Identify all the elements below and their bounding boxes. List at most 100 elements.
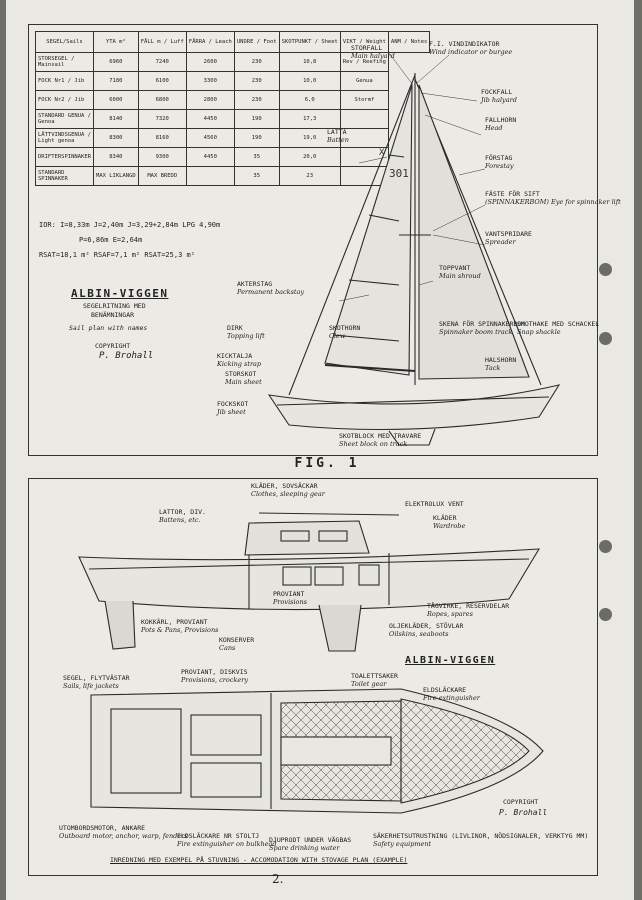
table-header: YTA m² (92, 31, 139, 53)
label-djuprort-sv: DJUPRODT UNDER VÄGBAS (269, 836, 352, 844)
label-vant-en: Spreader (485, 237, 516, 246)
signature: P. Brohall (99, 351, 154, 361)
label-fallhorn-sv: FALLHORN (485, 116, 517, 124)
ior-formula-1: IOR: I=8,33m J=2,40m J=3,29+2,84m LPG 4,… (39, 221, 221, 229)
label-eldslackare-sv: ELDSLÄCKARE (423, 686, 467, 694)
label-segel-en: Sails, life jackets (63, 681, 119, 690)
binder-hole (599, 540, 612, 553)
svg-text:301: 301 (389, 167, 409, 180)
table-cell: 8160 (137, 128, 187, 148)
table-header: ANM / Notes (387, 31, 431, 53)
label-halshorn-en: Tack (485, 363, 501, 372)
binder-hole (599, 263, 612, 276)
table-cell: 2600 (185, 52, 235, 72)
deck-plan-drawing (90, 688, 544, 814)
sail-name-cell: STANDARD SPINNAKER (35, 166, 94, 186)
label-kicktalja-en: Kicking strap (217, 359, 262, 368)
sail-name-cell: DRIFTERSPINNAKER (35, 147, 94, 167)
label-provdisk-sv: PROVIANT, DISKVIS (181, 668, 248, 676)
binder-hole (599, 608, 612, 621)
label-faste: FÄSTE FÖR SIFT(SPINNAKERBOM) Eye for spi… (485, 190, 621, 206)
label-kokkarl-sv: KOKKÄRL, PROVIANT (141, 618, 208, 626)
label-faste-sv: FÄSTE FÖR SIFT (485, 190, 540, 198)
fig1-title: ALBIN-VIGGEN (71, 287, 169, 300)
label-storskot-en: Main sheet (225, 377, 262, 386)
label-skothake-sv: SKOTHAKE MED SCHACKEL (517, 320, 600, 328)
table-cell: 4450 (185, 109, 235, 129)
sail-name-cell: STANDARD GENUA / Genoa (35, 109, 94, 129)
label-eldslackare2-en: Fire extinguisher on bulkhead (177, 839, 277, 848)
label-akterstag-sv: AKTERSTAG (237, 280, 273, 288)
label-lattor: LATTOR, DIV.Battens, etc. (159, 508, 206, 524)
table-header: FÅRRA / Leach (185, 31, 235, 53)
label-toppvant-sv: TOPPVANT (439, 264, 471, 272)
table-cell: 7320 (137, 109, 187, 129)
label-kladerwar-en: Wardrobe (433, 521, 466, 530)
label-konserver-en: Cans (219, 643, 236, 652)
label-toalett-en: Toilet gear (351, 679, 387, 688)
label-skothake-en: Snap shackle (517, 327, 561, 336)
label-sakerhet-en: Safety equipment (373, 839, 432, 848)
sail-name-cell: FOCK Nr2 / Jib (35, 90, 94, 110)
label-eldslackare-en: Fire extinguisher (423, 693, 480, 702)
label-storfall-sv: STORFALL (351, 44, 383, 52)
label-skothorn-en: Clew (329, 331, 346, 340)
label-klader-sv: KLÄDER, SOVSÄCKAR (251, 482, 318, 490)
label-fockskot-sv: FOCKSKOT (217, 400, 249, 408)
table-cell: MAX BREDD (137, 166, 187, 186)
plan-signature: P. Brohall (499, 808, 548, 817)
label-skena-en: Spinnaker boom track (439, 327, 513, 336)
table-cell: 6000 (92, 90, 139, 110)
table-cell: 6800 (137, 90, 187, 110)
label-tagvirke-sv: TÅGVIRKE, RESERVDELAR (427, 602, 510, 610)
sail-name-cell: FOCK Nr1 / Jib (35, 71, 94, 91)
label-fockfall-en: Jib halyard (481, 95, 517, 104)
label-oljeklader-sv: OLJEKLÄDER, STÖVLAR (389, 622, 464, 630)
label-fockfall-sv: FOCKFALL (481, 88, 513, 96)
label-vindindikator-en: Wind indicator or burgee (429, 47, 513, 56)
copyright-label: COPYRIGHT (95, 342, 131, 350)
label-proviant-en: Provisions (273, 597, 307, 606)
sail-name-cell: STORSEGEL / Mainsail (35, 52, 94, 72)
table-cell: 23 (278, 166, 341, 186)
ior-formula-3: RSAT=18,1 m² RSAF=7,1 m² RSAT=25,3 m² (39, 251, 195, 259)
hull-section-drawing (78, 512, 541, 652)
label-skotblock-sv: SKOTBLOCK MED TRAVARE (339, 432, 422, 440)
label-utombords-sv: UTOMBORDSMOTOR, ANKARE (59, 824, 146, 832)
figure-caption: INREDNING MED EXEMPEL PÅ STUVNING - ACCO… (110, 856, 408, 864)
table-cell: 19,0 (278, 128, 341, 148)
svg-text:X: X (379, 148, 385, 158)
label-toppvant-en: Main shroud (439, 271, 481, 280)
label-kicktalja-sv: KICKTALJA (217, 352, 253, 360)
label-elvent: ELEKTROLUX VENT (405, 500, 464, 509)
label-utombords-en: Outboard motor, anchor, warp, fenders (59, 831, 188, 840)
table-cell: 9300 (137, 147, 187, 167)
label-elvent-sv: ELEKTROLUX VENT (405, 500, 464, 508)
label-latta-sv: LATTA (327, 128, 347, 136)
label-kokkarl-en: Pots & Pans, Provisions (141, 625, 219, 634)
table-cell: 4560 (185, 128, 235, 148)
label-vindindikator-sv: F.I. VINDINDIKATOR (429, 40, 500, 48)
label-konserver-sv: KONSERVER (219, 636, 255, 644)
label-storfall-en: Main halyard (351, 51, 395, 60)
